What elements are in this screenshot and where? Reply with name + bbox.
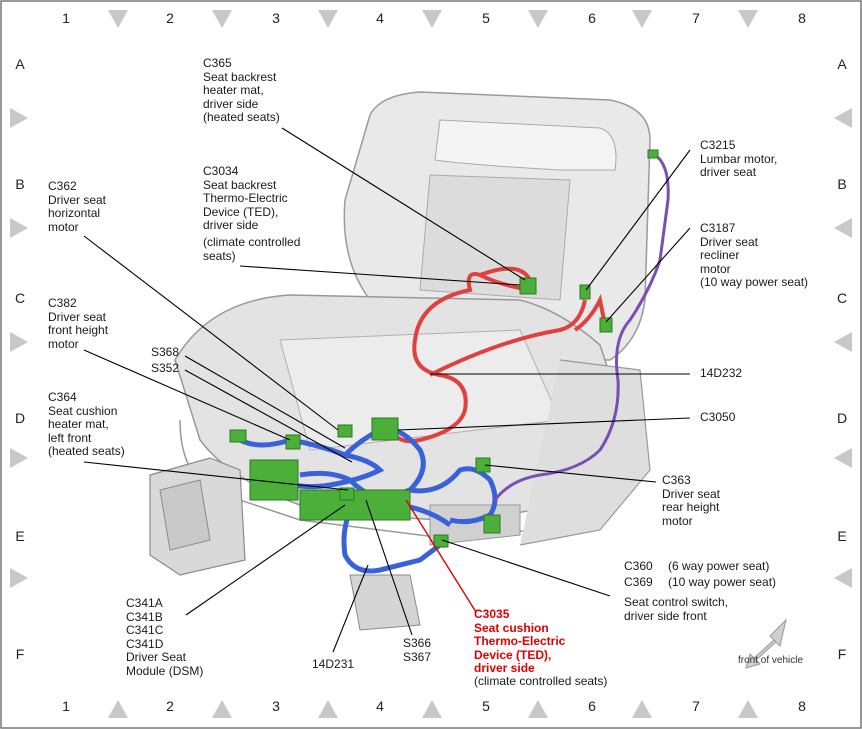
lumbar-harness xyxy=(493,153,670,501)
connector-desc: Seat cushion heater mat, left front (hea… xyxy=(48,403,125,458)
col-label-bottom-7: 7 xyxy=(692,698,700,714)
row-label-right-d: D xyxy=(836,410,848,426)
col-label-top-8: 8 xyxy=(798,10,806,26)
col-label-bottom-5: 5 xyxy=(482,698,490,714)
callout-c3034: C3034 Seat backrest Thermo-Electric Devi… xyxy=(203,164,288,233)
connector-desc: Seat cushion Thermo-Electric Device (TED… xyxy=(474,620,566,675)
connector-id: C3215 xyxy=(700,138,736,152)
callout-c3035-note: (climate controlled seats) xyxy=(474,674,608,688)
frame-markers xyxy=(10,10,852,718)
connector-desc: Driver seat rear height motor xyxy=(662,486,721,528)
col-label-top-5: 5 xyxy=(482,10,490,26)
col-label-bottom-8: 8 xyxy=(798,698,806,714)
callout-s367: S367 xyxy=(403,650,432,664)
connector-desc: Driver Seat Module (DSM) xyxy=(126,650,204,678)
col-label-top-4: 4 xyxy=(376,10,384,26)
connector-id: C360 xyxy=(624,559,653,573)
front-of-vehicle-arrow-icon xyxy=(745,618,787,669)
col-label-top-7: 7 xyxy=(692,10,700,26)
callout-s368: S368 xyxy=(151,345,180,359)
connector-desc: Driver seat recliner motor (10 way power… xyxy=(700,234,809,289)
callout-c364: C364 Seat cushion heater mat, left front… xyxy=(48,390,125,459)
connector-id: C382 xyxy=(48,296,77,310)
connector-desc: Driver seat horizontal motor xyxy=(48,192,107,234)
leader-lines xyxy=(83,127,691,653)
front-of-vehicle-label: front of vehicle xyxy=(738,655,804,666)
connector-desc: Driver seat front height motor xyxy=(48,309,109,351)
row-label-right-a: A xyxy=(837,56,847,72)
connector-id: C364 xyxy=(48,390,77,404)
col-label-bottom-4: 4 xyxy=(376,698,384,714)
connector-desc: Seat backrest Thermo-Electric Device (TE… xyxy=(203,177,288,232)
connector-ids: C341A C341B C341C C341D xyxy=(126,596,164,651)
col-label-top-3: 3 xyxy=(272,10,280,26)
callout-c362: C362 Driver seat horizontal motor xyxy=(48,179,107,234)
col-label-bottom-2: 2 xyxy=(166,698,174,714)
connector-id: C3187 xyxy=(700,221,736,235)
callout-c3187: C3187 Driver seat recliner motor (10 way… xyxy=(700,221,809,290)
callout-seat-switch: Seat control switch, driver side front xyxy=(624,595,729,623)
col-label-top-6: 6 xyxy=(588,10,596,26)
callout-c360: C360 xyxy=(624,559,653,574)
callout-14d232: 14D232 xyxy=(700,366,743,380)
connectors xyxy=(229,149,659,548)
connector-desc: Seat backrest heater mat, driver side (h… xyxy=(203,69,280,124)
row-label-right-f: F xyxy=(837,646,847,662)
connector-id: C3034 xyxy=(203,164,239,178)
callout-c3215: C3215 Lumbar motor, driver seat xyxy=(700,138,778,180)
connector-id: C3035 xyxy=(474,607,510,621)
col-label-bottom-6: 6 xyxy=(588,698,596,714)
callout-c369-desc: (10 way power seat) xyxy=(668,575,777,589)
connector-id: C363 xyxy=(662,473,691,487)
col-label-top-1: 1 xyxy=(62,10,70,26)
callout-c369: C369 xyxy=(624,575,653,590)
callout-c382: C382 Driver seat front height motor xyxy=(48,296,109,351)
row-label-left-f: F xyxy=(15,646,25,662)
ted-harness xyxy=(388,266,607,444)
callout-c3050: C3050 xyxy=(700,410,736,424)
row-label-right-e: E xyxy=(837,528,847,544)
callout-14d231: 14D231 xyxy=(312,657,355,671)
callout-c3035: C3035 Seat cushion Thermo-Electric Devic… xyxy=(474,607,566,676)
callout-c365: C365 Seat backrest heater mat, driver si… xyxy=(203,56,280,125)
col-label-bottom-3: 3 xyxy=(272,698,280,714)
callout-s366: S366 xyxy=(403,636,432,650)
callout-s352: S352 xyxy=(151,361,180,375)
callout-c3034-note: (climate controlled seats) xyxy=(203,235,301,263)
row-label-left-d: D xyxy=(14,410,26,426)
col-label-top-2: 2 xyxy=(166,10,174,26)
row-label-right-b: B xyxy=(837,176,847,192)
callout-c363: C363 Driver seat rear height motor xyxy=(662,473,721,528)
connector-id: C369 xyxy=(624,575,653,589)
row-label-left-a: A xyxy=(15,56,25,72)
connector-id: C362 xyxy=(48,179,77,193)
col-label-bottom-1: 1 xyxy=(62,698,70,714)
row-label-left-b: B xyxy=(15,176,25,192)
row-label-right-c: C xyxy=(836,290,848,306)
row-label-left-c: C xyxy=(14,290,26,306)
callout-dsm: C341A C341B C341C C341D Driver Seat Modu… xyxy=(126,596,204,678)
callout-c360-desc: (6 way power seat) xyxy=(668,559,770,573)
connector-desc: Lumbar motor, driver seat xyxy=(700,151,778,179)
connector-id: C365 xyxy=(203,56,232,70)
row-label-left-e: E xyxy=(15,528,25,544)
c3035-leader xyxy=(405,499,477,613)
